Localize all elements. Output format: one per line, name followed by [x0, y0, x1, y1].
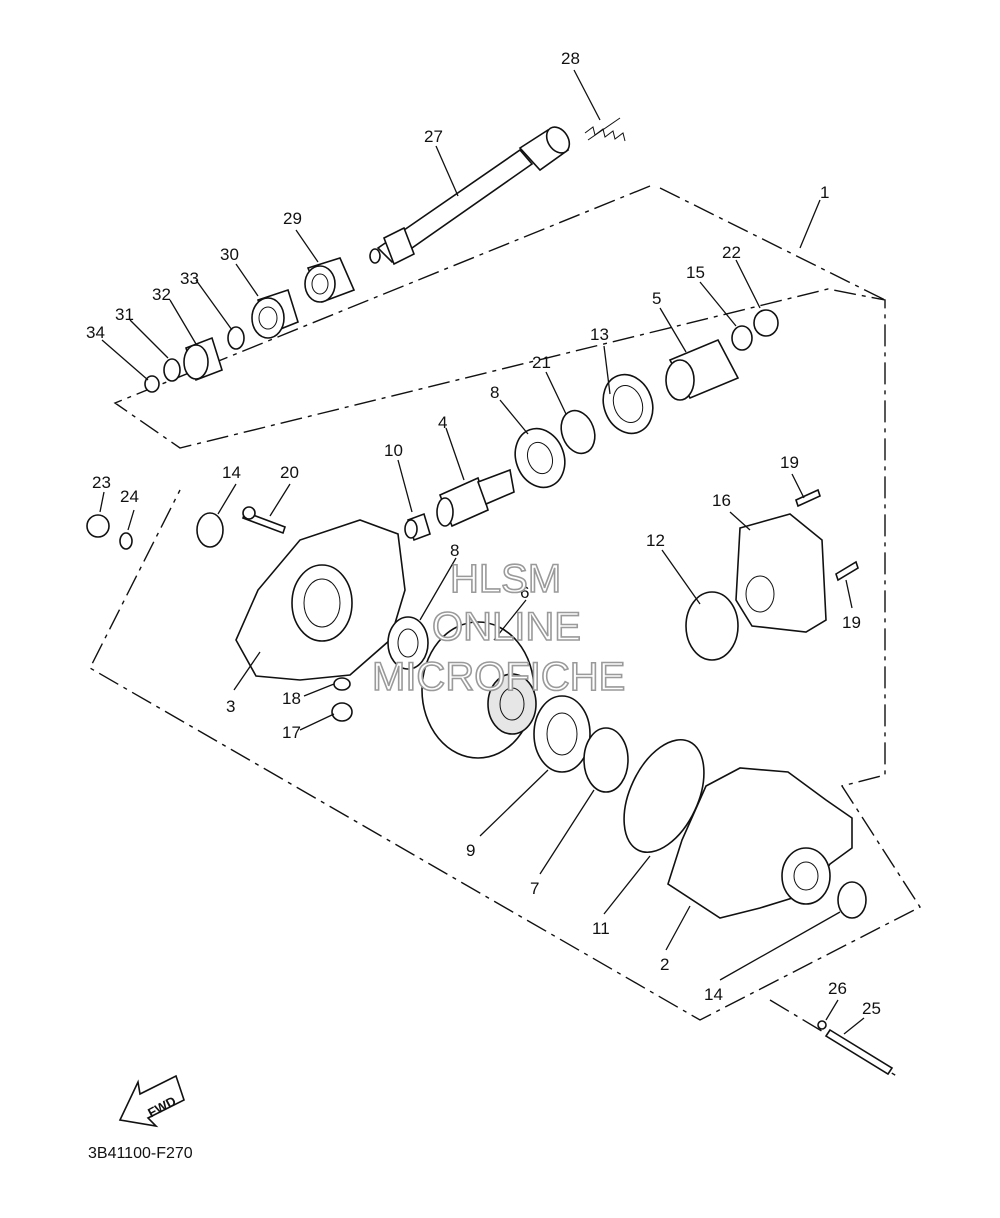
needle-bearing-10-part	[404, 512, 431, 542]
label-3: 3	[226, 697, 235, 716]
label-27: 27	[424, 127, 443, 146]
nut-22-part	[753, 309, 779, 337]
cover-16-part	[735, 513, 827, 633]
label-24: 24	[120, 487, 139, 506]
label-17: 17	[282, 723, 301, 742]
plug-17-part	[331, 702, 353, 722]
label-34: 34	[86, 323, 105, 342]
oil-seal-14-left-part	[196, 512, 224, 548]
spring-part	[584, 117, 626, 142]
o-ring-12-part	[685, 591, 739, 661]
watermark-line-2: ONLINE	[432, 605, 581, 649]
label-2: 2	[660, 955, 669, 974]
label-16: 16	[712, 491, 731, 510]
ring-33-part	[227, 326, 245, 350]
label-10: 10	[384, 441, 403, 460]
bearing-29-part	[304, 257, 356, 304]
label-19-top: 19	[780, 453, 799, 472]
drive-shaft-part	[369, 126, 571, 266]
label-1: 1	[820, 183, 829, 202]
bolt-19-top-part	[795, 488, 821, 508]
label-8-top: 8	[490, 383, 499, 402]
oil-seal-14-right-part	[837, 881, 867, 919]
label-19-bottom: 19	[842, 613, 861, 632]
bolt-20-part	[241, 506, 287, 535]
label-21: 21	[532, 353, 551, 372]
label-9: 9	[466, 841, 475, 860]
bearing-9-part	[533, 695, 591, 773]
label-15: 15	[686, 263, 705, 282]
label-11: 11	[592, 919, 610, 938]
pinion-gear-part	[436, 468, 515, 528]
oil-seal-13-part	[602, 373, 654, 435]
label-14-right: 14	[704, 985, 723, 1004]
watermark: HLSM ONLINE MICROFICHE	[371, 556, 626, 700]
nut-23-part	[86, 514, 110, 538]
label-14-left: 14	[222, 463, 241, 482]
bearing-8-top-part	[514, 427, 566, 489]
coupling-5-part	[665, 338, 740, 401]
label-18: 18	[282, 689, 301, 708]
label-33: 33	[180, 269, 199, 288]
label-6: 6	[520, 583, 529, 602]
label-30: 30	[220, 245, 239, 264]
leader-lines	[99, 69, 865, 1035]
washer-24-part	[119, 532, 133, 550]
needle-bearing-32-part	[183, 336, 223, 382]
label-13: 13	[590, 325, 609, 344]
housing-3-part	[235, 519, 406, 681]
ring-gear-6-part	[421, 621, 537, 759]
pin-25-part	[824, 1028, 894, 1076]
case-2-part	[667, 767, 853, 919]
fwd-arrow-icon: FWD	[118, 1074, 185, 1128]
label-8-lower: 8	[450, 541, 459, 560]
label-28: 28	[561, 49, 580, 68]
label-12: 12	[646, 531, 665, 550]
label-23: 23	[92, 473, 111, 492]
plug-34-part	[144, 375, 160, 393]
label-20: 20	[280, 463, 299, 482]
label-5: 5	[652, 289, 661, 308]
label-26: 26	[828, 979, 847, 998]
bearing-8-lower-part	[387, 616, 429, 670]
clip-26-part	[817, 1020, 827, 1030]
label-7: 7	[530, 879, 539, 898]
watermark-line-3: MICROFICHE	[372, 655, 625, 699]
label-25: 25	[862, 999, 881, 1018]
label-4: 4	[438, 413, 447, 432]
bolt-19-bottom-part	[835, 560, 859, 582]
washer-15-part	[731, 325, 753, 351]
shim-7-part	[583, 727, 629, 793]
part-number-labels: 28 27 1 29 30 22 33 15 32 5 31 34 13 21 …	[86, 49, 881, 1018]
washer-18-part	[333, 677, 351, 691]
label-29: 29	[283, 209, 302, 228]
circlip-21-part	[560, 409, 596, 455]
label-32: 32	[152, 285, 171, 304]
bearing-30-part	[251, 288, 299, 339]
label-31: 31	[115, 305, 134, 324]
circlip-31-part	[163, 358, 181, 382]
label-22: 22	[722, 243, 741, 262]
diagram-code: 3B41100-F270	[88, 1145, 193, 1162]
watermark-line-1: HLSM	[450, 557, 561, 601]
